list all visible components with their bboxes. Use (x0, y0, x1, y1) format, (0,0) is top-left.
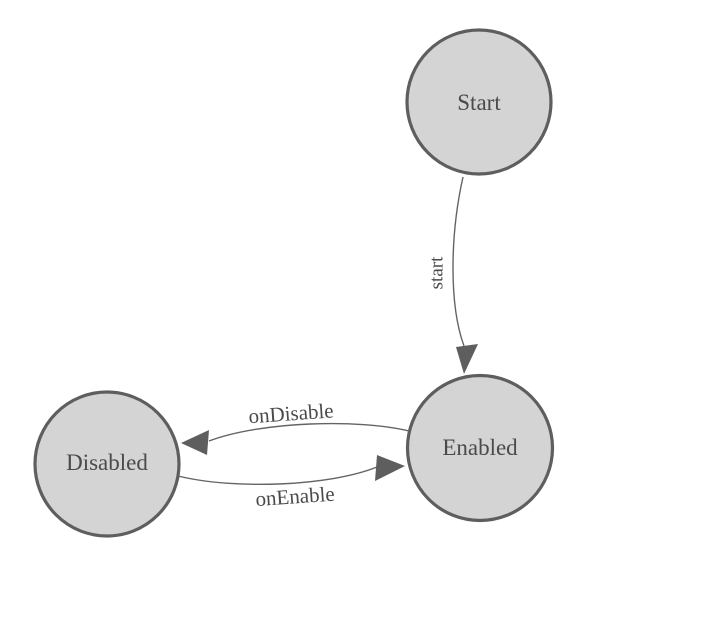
state-circle-start (405, 28, 553, 176)
state-label-disabled: Disabled (66, 450, 148, 475)
edge-line-onenable (177, 466, 378, 486)
edge-label-ondisable: onDisable (248, 398, 335, 428)
transition-disabled-to-enabled: onEnable (177, 455, 405, 511)
state-node-enabled: Enabled (405, 373, 555, 523)
edge-line-ondisable (208, 422, 410, 442)
arrowhead-icon (456, 344, 478, 374)
edge-label-start: start (427, 256, 448, 289)
state-circle-enabled (405, 373, 555, 523)
edge-line-start (452, 176, 465, 347)
transition-enabled-to-disabled: onDisable (181, 398, 410, 455)
arrowhead-icon (375, 455, 405, 481)
transition-start-to-enabled: start (427, 176, 478, 374)
arrowhead-icon (181, 430, 209, 455)
state-label-enabled: Enabled (442, 435, 518, 460)
state-node-disabled: Disabled (33, 390, 181, 538)
edge-label-onenable: onEnable (255, 482, 336, 511)
state-circle-disabled (33, 390, 181, 538)
state-label-start: Start (457, 90, 501, 115)
state-node-start: Start (405, 28, 553, 176)
